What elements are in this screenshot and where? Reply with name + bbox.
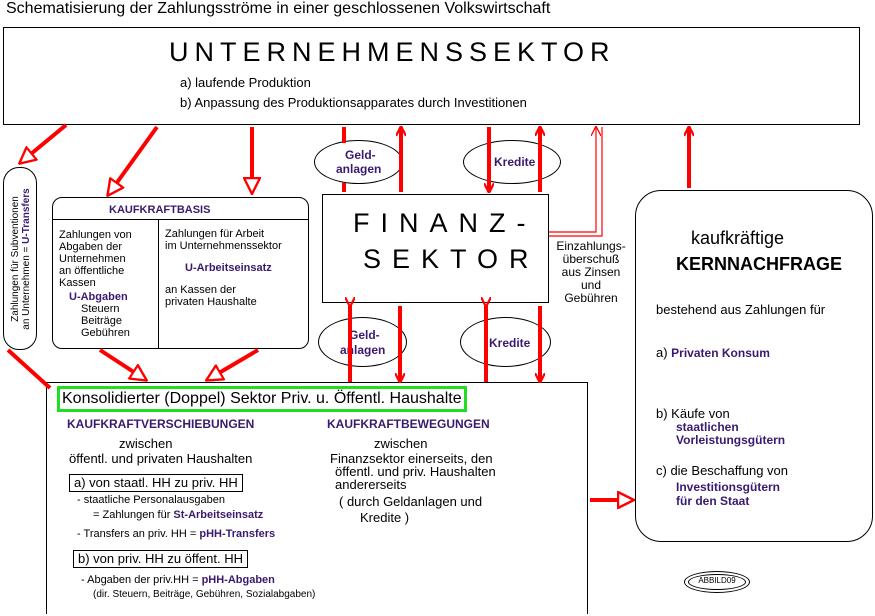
bewegungen-line-3: öffentl. und priv. Haushalten	[335, 464, 496, 479]
kernnachfrage-item-b-1: staatlichen	[676, 420, 739, 434]
bewegungen-line-2: Finanzsektor einerseits, den	[330, 451, 493, 466]
kernnachfrage-item-b: b) Käufe von	[656, 406, 730, 421]
unternehmenssektor-heading: UNTERNEHMENSSEKTOR	[169, 37, 616, 67]
geldanlagen-top-ellipse: Geld- anlagen	[314, 140, 403, 184]
kredite-bottom-ellipse: Kredite	[460, 317, 551, 367]
arrow-kkb-haushalte-left	[98, 348, 146, 380]
b-line-1: - Abgaben der priv.HH = pHH-Abgaben	[81, 574, 275, 586]
arrow-u-abgaben	[108, 125, 159, 195]
kaufkraftbasis-heading: KAUFKRAFTBASIS	[109, 204, 211, 216]
verschiebungen-line-1: zwischen	[119, 436, 173, 451]
kernnachfrage-title-1: kaufkräftige	[691, 228, 785, 248]
a-line-3: - Transfers an priv. HH = pHH-Transfers	[77, 528, 276, 540]
arrow-einzahlung-2	[549, 127, 603, 237]
b-line-2: (dir. Steuern, Beiträge, Gebühren, Sozia…	[93, 589, 316, 600]
kaufkraftbasis-box: KAUFKRAFTBASIS Zahlungen von Abgaben der…	[52, 197, 309, 349]
kaufkraftbasis-right: Zahlungen für Arbeit im Unternehmenssekt…	[165, 228, 282, 308]
bewegungen-line-6: Kredite )	[360, 510, 410, 525]
kernnachfrage-item-c: c) die Beschaffung von	[656, 463, 789, 478]
abbild-stamp: ABBILD09	[684, 571, 750, 593]
kaufkraftbewegungen-heading: KAUFKRAFTBEWEGUNGEN	[327, 417, 490, 431]
finanzsektor-box: FINANZ- SEKTOR	[322, 194, 549, 303]
a-line-1: - staatliche Personalausgaben	[77, 494, 225, 506]
unternehmen-line-a: a) laufende Produktion	[180, 75, 311, 90]
kernnachfrage-item-a: a) Privaten Konsum	[656, 345, 770, 360]
u-transfers-box: Zahlungen für Subventionen an Unternehme…	[3, 167, 37, 350]
kernnachfrage-box: kaufkräftige KERNNACHFRAGE bestehend aus…	[635, 190, 873, 542]
bewegungen-line-5: ( durch Geldanlagen und	[339, 494, 483, 509]
kernnachfrage-item-b-2: Vorleistungsgütern	[676, 433, 786, 447]
finanzsektor-line2: SEKTOR	[363, 244, 540, 274]
box-a-label: a) von staatl. HH zu priv. HH	[69, 474, 243, 492]
verschiebungen-line-2: öffentl. und privaten Haushalten	[69, 451, 253, 466]
arrow-up-transfers	[6, 348, 52, 390]
unternehmenssektor-box: UNTERNEHMENSSEKTOR a) laufende Produktio…	[3, 27, 860, 125]
a-line-2: = Zahlungen für St-Arbeitseinsatz	[93, 509, 264, 521]
kaufkraftbasis-left: Zahlungen von Abgaben der Unternehmen an…	[59, 229, 132, 339]
arrow-to-u-transfers	[20, 123, 68, 163]
kaufkraftbasis-divider-v	[158, 219, 159, 348]
haushalte-box: Konsolidierter (Doppel) Sektor Priv. u. …	[46, 382, 588, 614]
page-title: Schematisierung der Zahlungsströme in ei…	[6, 0, 551, 17]
box-b-label: b) von priv. HH zu öffent. HH	[73, 550, 248, 568]
kaufkraftverschiebungen-heading: KAUFKRAFTVERSCHIEBUNGEN	[67, 417, 255, 431]
haushalte-heading: Konsolidierter (Doppel) Sektor Priv. u. …	[57, 386, 467, 412]
kernnachfrage-intro: bestehend aus Zahlungen für	[656, 302, 826, 317]
arrow-kkb-haushalte-right	[207, 348, 260, 380]
kernnachfrage-item-c-2: für den Staat	[676, 494, 750, 508]
geldanlagen-bottom-ellipse: Geld- anlagen	[318, 317, 407, 367]
bewegungen-line-1: zwischen	[374, 436, 428, 451]
kernnachfrage-item-c-1: Investitionsgütern	[676, 480, 781, 494]
einzahlungsueberschuss-label: Einzahlungs- überschuß aus Zinsen und Ge…	[556, 239, 626, 305]
bewegungen-line-4: andererseits	[335, 477, 407, 492]
kernnachfrage-title-2: KERNNACHFRAGE	[676, 254, 842, 274]
kredite-top-ellipse: Kredite	[463, 140, 561, 184]
kaufkraftbasis-divider-h	[53, 219, 308, 220]
arrow-einzahlung-1	[549, 127, 596, 233]
unternehmen-line-b: b) Anpassung des Produktionsapparates du…	[180, 95, 527, 110]
finanzsektor-line1: FINANZ-	[353, 208, 537, 238]
